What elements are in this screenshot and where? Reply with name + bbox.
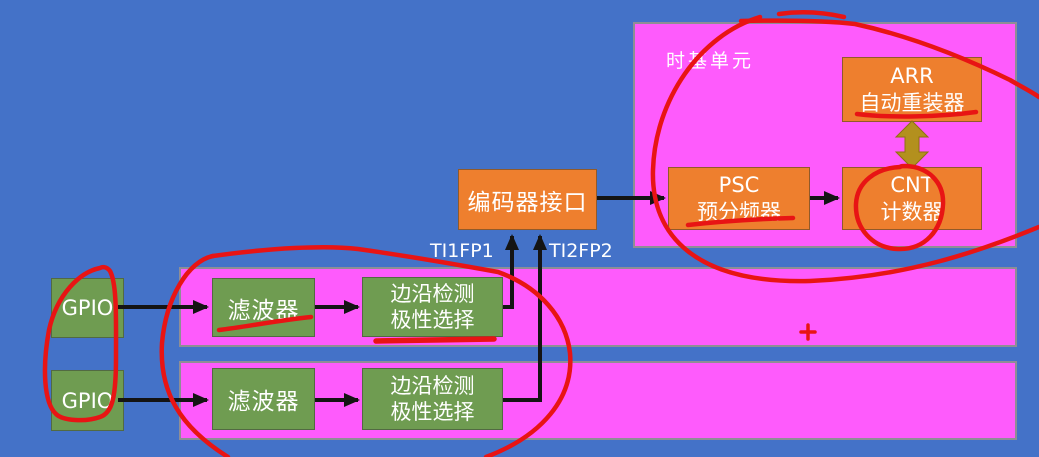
filter2-box: 滤波器: [212, 368, 315, 430]
encoder-interface-label: 编码器接口: [467, 189, 588, 216]
timebase-circle-tail-stroke: [776, 10, 847, 20]
edge-detect2-box: 边沿检测 极性选择: [362, 368, 503, 430]
edge-detect2-label: 边沿检测: [390, 374, 475, 398]
psc-sub-label: 预分频器: [697, 199, 781, 224]
encoder-interface-box: 编码器接口: [458, 169, 597, 230]
ti1fp1-label: TI1FP1: [430, 240, 494, 262]
edge-detect1-box: 边沿检测 极性选择: [362, 277, 503, 337]
arr-sub-label: 自动重装器: [859, 90, 965, 115]
filter1-label: 滤波器: [227, 297, 300, 324]
filter1-box: 滤波器: [212, 278, 315, 337]
gpio2-box: GPIO: [51, 370, 124, 431]
ti2fp2-label: TI2FP2: [549, 240, 613, 262]
cnt-label: CNT: [890, 172, 934, 197]
gpio1-label: GPIO: [61, 296, 114, 320]
gpio2-label: GPIO: [61, 388, 114, 413]
cnt-counter-box: CNT 计数器: [842, 167, 982, 230]
psc-label: PSC: [718, 172, 760, 197]
polarity2-label: 极性选择: [390, 400, 475, 424]
polarity1-label: 极性选择: [390, 308, 475, 332]
edge-detect1-label: 边沿检测: [390, 282, 475, 306]
arr-label: ARR: [890, 63, 934, 88]
arr-autoreload-box: ARR 自动重装器: [842, 57, 982, 122]
cnt-sub-label: 计数器: [880, 199, 944, 224]
timebase-title: 时基单元: [666, 50, 755, 72]
filter2-label: 滤波器: [227, 389, 300, 415]
gpio1-box: GPIO: [51, 278, 124, 338]
psc-prescaler-box: PSC 预分频器: [668, 167, 810, 230]
